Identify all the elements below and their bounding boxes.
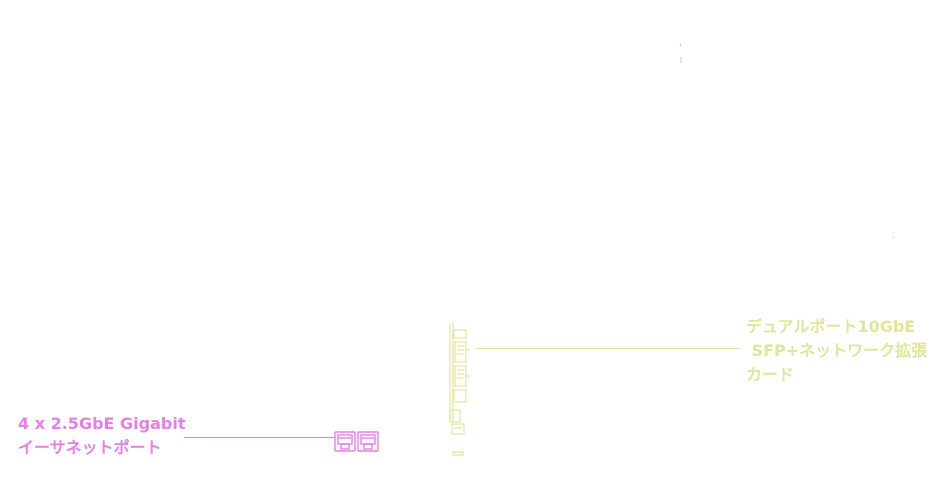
sfp-callout-line2: SFP+ネットワーク拡張 xyxy=(746,341,928,360)
sfp-leader-line xyxy=(476,348,740,349)
sfp-callout-line1: デュアルポート10GbE xyxy=(746,317,916,336)
sfp-callout: デュアルポート10GbE SFP+ネットワーク拡張 カード xyxy=(746,315,927,387)
sfp-card-drawing xyxy=(449,322,470,456)
ethernet-leader-line xyxy=(184,437,334,438)
ethernet-callout-line1: 4 x 2.5GbE Gigabit xyxy=(18,414,186,433)
ethernet-ports-drawing xyxy=(334,431,379,452)
sfp-callout-line3: カード xyxy=(746,365,795,384)
ethernet-callout-line2: イーサネットポート xyxy=(18,438,162,457)
ethernet-callout: 4 x 2.5GbE Gigabit イーサネットポート xyxy=(18,412,185,460)
